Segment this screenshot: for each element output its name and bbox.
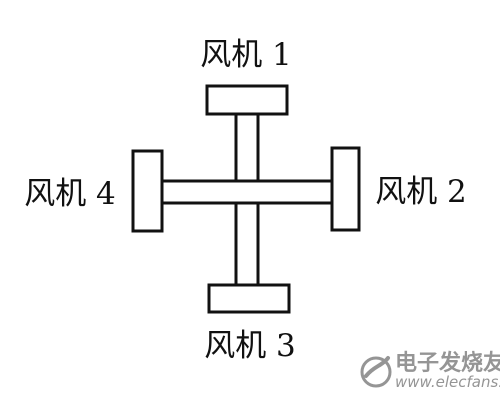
horizontal-arm [160,179,334,205]
fan-1-label: 风机 1 [200,37,292,73]
watermark-brand: 电子发烧友 [395,350,500,376]
watermark-url: www.elecfans.com [395,373,500,391]
vertical-arm [234,112,260,298]
fan-3-shape [207,283,291,314]
watermark-logo: 电子发烧友 www.elecfans.com [360,350,500,391]
fan-4-label: 风机 4 [24,176,116,212]
fan-2-shape [330,146,361,232]
watermark-logo-icon [360,356,392,388]
fan-3-label: 风机 3 [204,328,296,364]
fan-2-label: 风机 2 [375,174,467,210]
fan-1-shape [205,84,289,116]
fan-4-shape [131,149,164,233]
watermark-logo-swoosh [364,356,390,378]
